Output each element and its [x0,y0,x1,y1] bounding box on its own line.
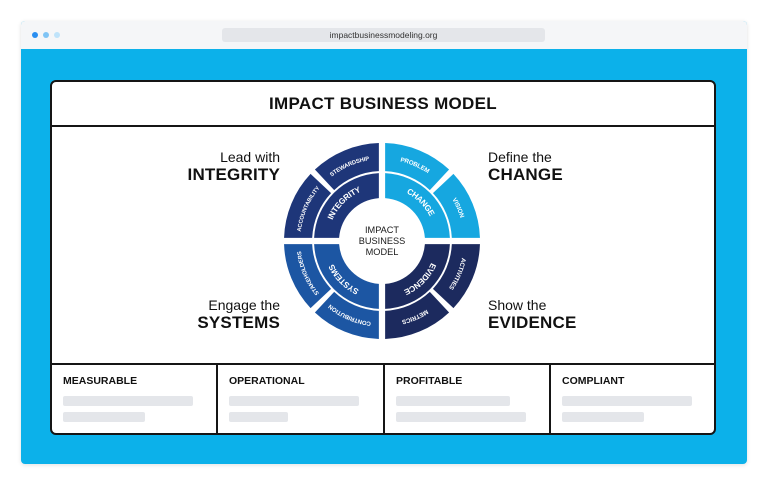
pillar-measurable: MEASURABLE [52,365,218,433]
pillar-compliant: COMPLIANT [551,365,714,433]
impact-wheel-diagram: Lead with INTEGRITY Define the CHANGE En… [52,127,714,363]
quadrant-top-left: Lead with INTEGRITY [188,149,280,185]
wheel-segment-evidence[interactable] [385,244,450,309]
wheel-segment-problem[interactable] [385,143,450,191]
quadrant-bottom-right: Show the EVIDENCE [488,297,577,333]
wheel-center[interactable] [341,200,423,282]
wheel-segment-accountability[interactable] [284,173,332,238]
impact-wheel: PROBLEM VISION ACTIVITIES METRICS CONTRI… [284,143,480,339]
placeholder-line [562,412,644,422]
browser-toolbar: impactbusinessmodeling.org [21,21,747,49]
wheel-segment-stakeholders[interactable] [284,244,332,309]
wheel-segment-activities[interactable] [432,244,480,309]
browser-window: impactbusinessmodeling.org IMPACT BUSINE… [21,21,747,464]
pillar-title: OPERATIONAL [229,375,305,387]
address-bar[interactable]: impactbusinessmodeling.org [222,28,545,42]
quadrant-bottom-left-line1: Engage the [208,297,280,313]
wheel-segment-integrity[interactable] [314,173,379,238]
placeholder-line [396,412,526,422]
wheel-segment-metrics[interactable] [385,291,450,339]
wheel-center-line3: MODEL [366,247,399,257]
window-dot-close[interactable] [32,32,38,38]
impact-model-card: IMPACT BUSINESS MODEL Lead with INTEGRIT… [50,80,716,435]
pillar-profitable: PROFITABLE [385,365,551,433]
wheel-segment-systems[interactable] [314,244,379,309]
card-title: IMPACT BUSINESS MODEL [52,82,714,127]
wheel-center-line2: BUSINESS [359,236,405,246]
quadrant-bottom-left-line2: SYSTEMS [197,313,280,332]
placeholder-line [63,412,145,422]
wheel-segment-contribution[interactable] [314,291,379,339]
window-dot-maximize[interactable] [54,32,60,38]
quadrant-top-left-line2: INTEGRITY [187,165,280,184]
wheel-segment-vision[interactable] [432,173,480,238]
placeholder-line [396,396,510,406]
quadrant-bottom-left: Engage the SYSTEMS [197,297,280,333]
wheel-center-line1: IMPACT [365,225,399,235]
quadrant-top-right: Define the CHANGE [488,149,563,185]
quadrant-bottom-right-line2: EVIDENCE [488,313,577,332]
pillars-row: MEASURABLE OPERATIONAL PROFITABLE COMPLI… [52,363,714,433]
wheel-segment-change[interactable] [385,173,450,238]
quadrant-top-right-line1: Define the [488,149,552,165]
placeholder-line [562,396,692,406]
window-dot-minimize[interactable] [43,32,49,38]
pillar-operational: OPERATIONAL [218,365,385,433]
wheel-segment-stewardship[interactable] [314,143,379,191]
placeholder-line [63,396,193,406]
placeholder-line [229,396,359,406]
quadrant-top-right-line2: CHANGE [488,165,563,184]
quadrant-top-left-line1: Lead with [220,149,280,165]
pillar-title: COMPLIANT [562,375,625,387]
quadrant-bottom-right-line1: Show the [488,297,547,313]
placeholder-line [229,412,288,422]
pillar-title: PROFITABLE [396,375,463,387]
pillar-title: MEASURABLE [63,375,138,387]
